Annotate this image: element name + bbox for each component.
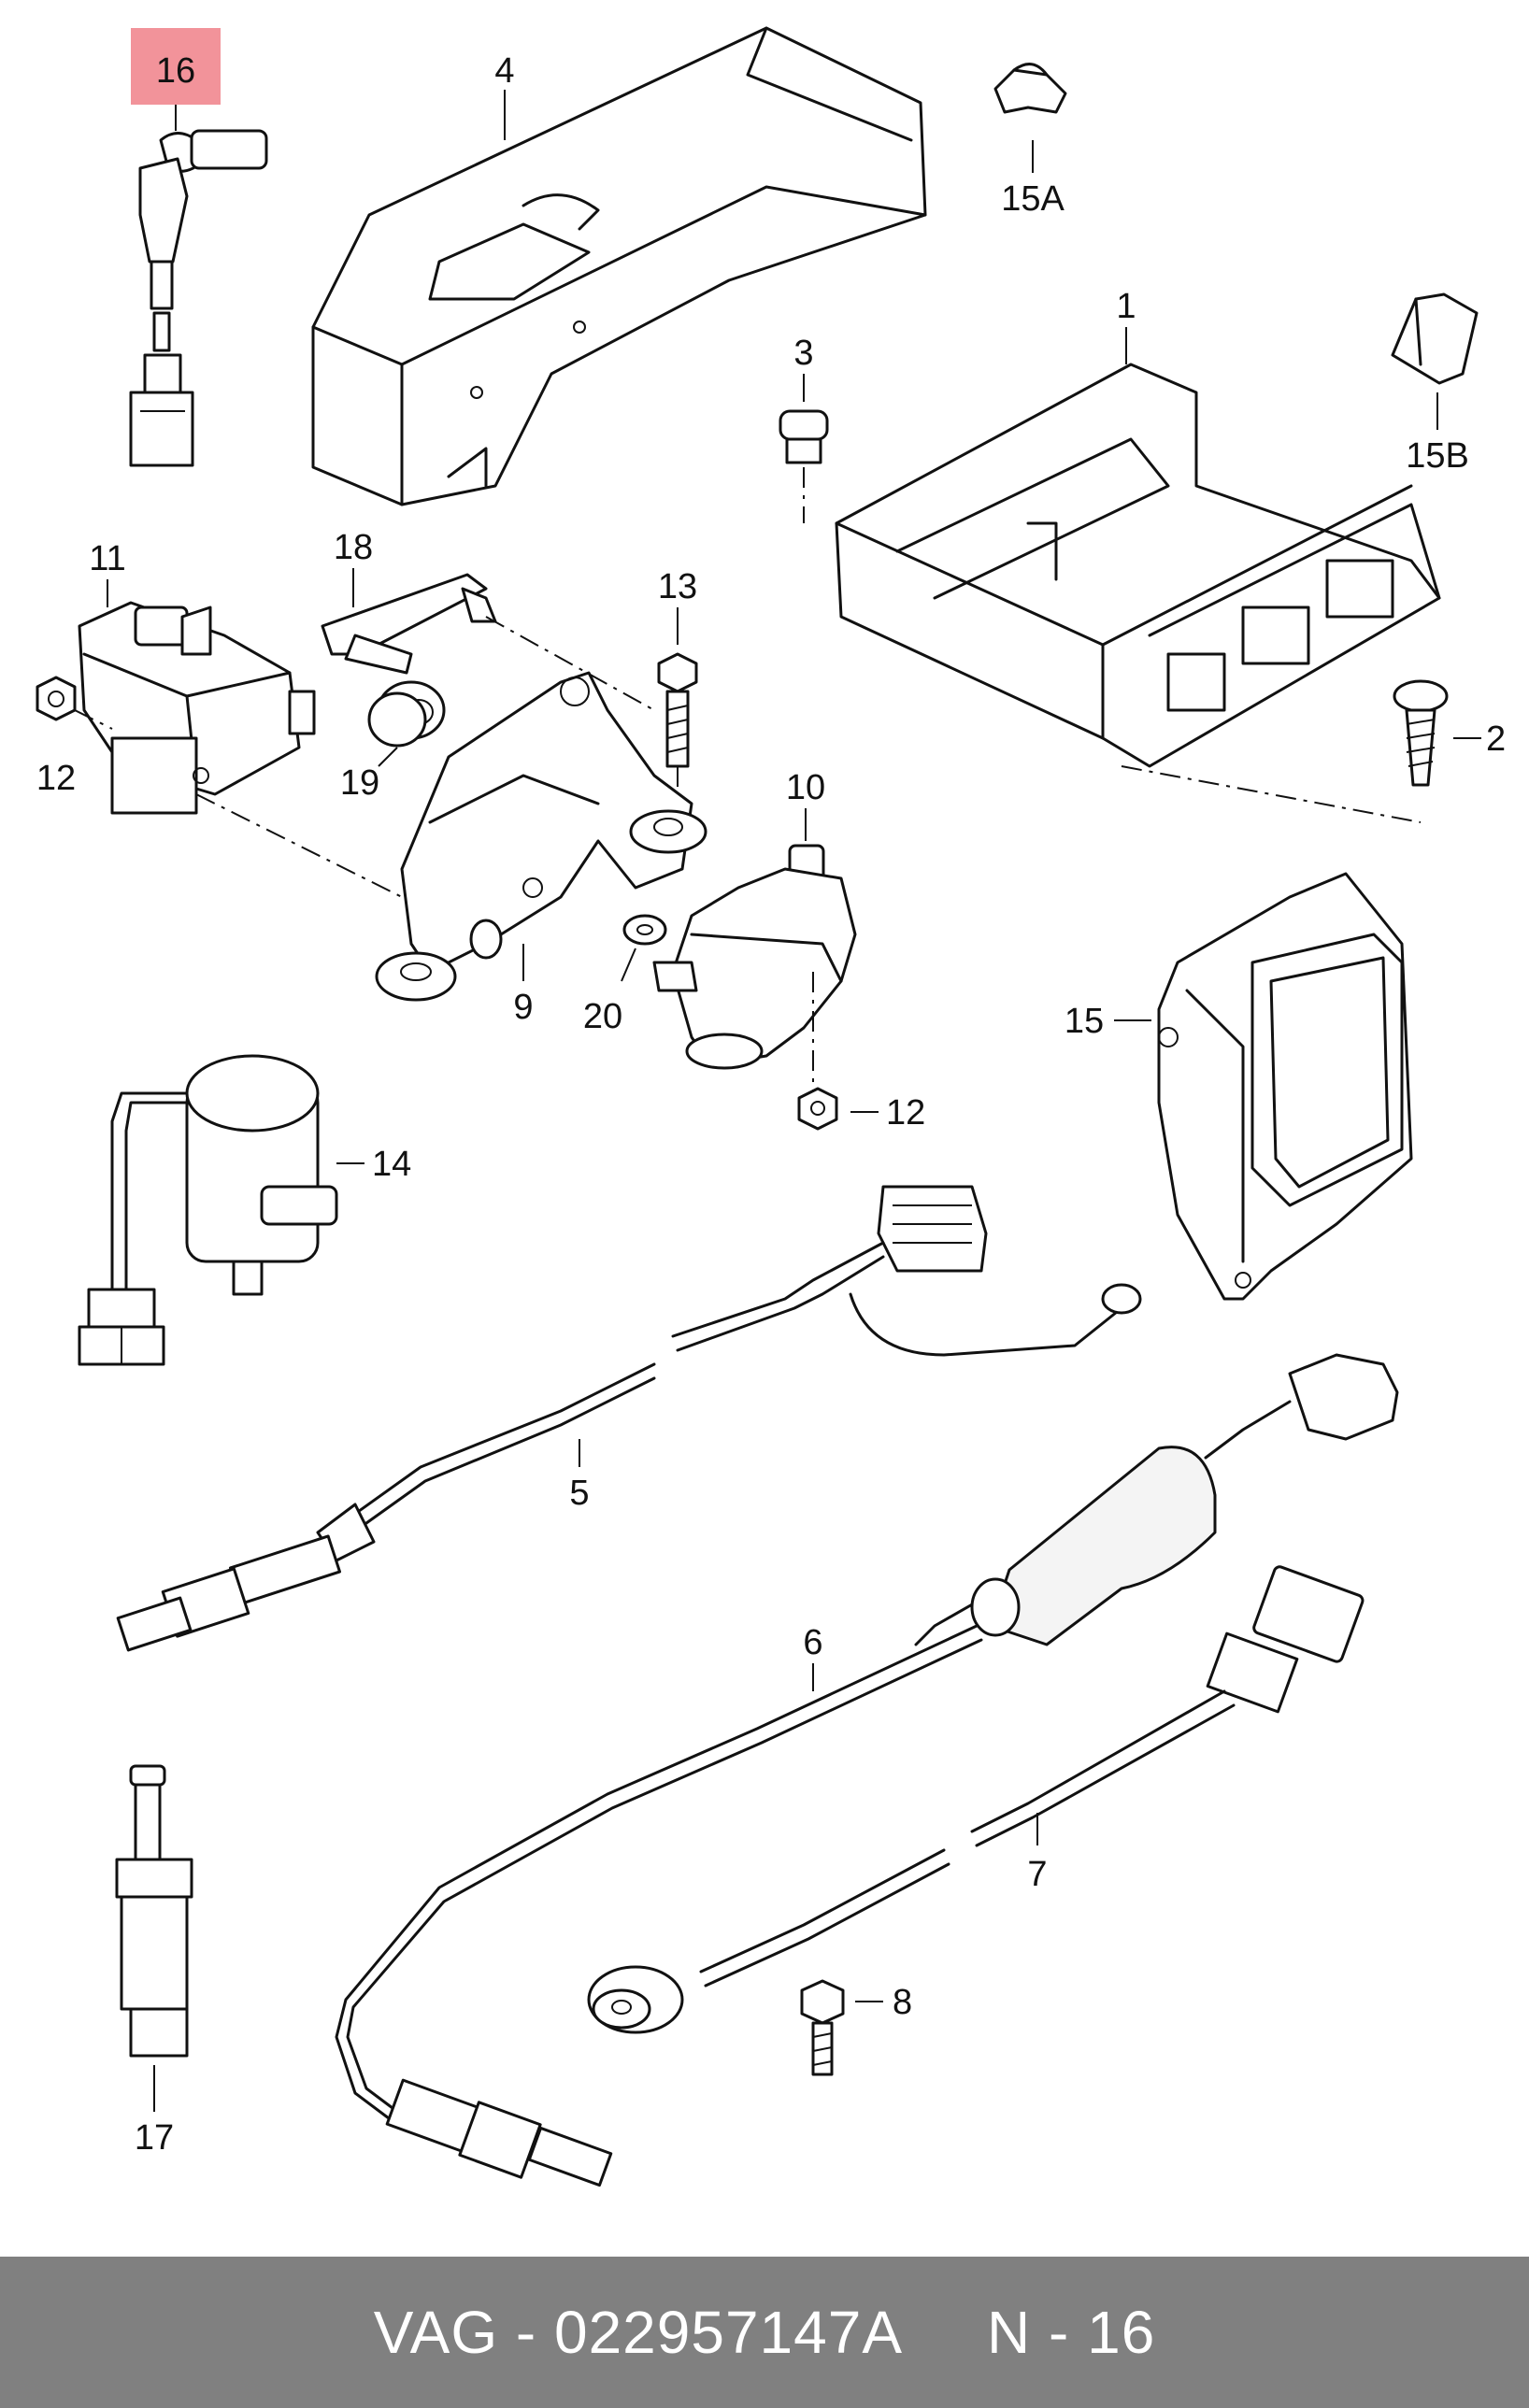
label-19: 19 [340,763,379,803]
part-18-bracket[interactable]: 18 [321,528,655,711]
label-2: 2 [1486,720,1506,759]
highlight-box [131,28,221,105]
label-5: 5 [569,1474,589,1513]
part-10-valve[interactable]: 10 [652,768,857,1103]
part-4-cover[interactable]: 4 [311,26,927,506]
label-4: 4 [494,51,514,91]
part-17-switch[interactable]: 17 [115,1764,193,2158]
part-2-screw[interactable]: 2 [1393,679,1506,787]
part-3-plug[interactable]: 3 [779,334,829,523]
part-7-knock-sensor[interactable]: 7 [587,1565,1365,2034]
footer-bar: VAG - 022957147A N - 16 [0,2257,1529,2408]
footer-position-separator: - [1049,2299,1070,2366]
label-1: 1 [1116,287,1136,326]
part-19-bushing[interactable]: 19 [340,680,446,803]
label-9: 9 [513,988,533,1027]
part-12-nut-left[interactable]: 12 [36,676,113,798]
label-15b: 15B [1406,436,1469,476]
label-3: 3 [793,334,813,373]
part-12-nut-right[interactable]: 12 [797,1087,925,1133]
label-16: 16 [156,51,195,91]
part-5-oxygen-sensor[interactable]: 5 [116,1185,1142,1652]
label-18: 18 [334,528,373,567]
part-9-bracket[interactable]: 9 [195,671,707,1027]
label-14: 14 [372,1145,411,1184]
part-15-mount[interactable]: 15 [1065,872,1413,1301]
label-15: 15 [1065,1002,1104,1041]
label-8: 8 [893,1983,912,2022]
part-11-valve[interactable]: 11 [78,539,316,815]
label-20: 20 [583,997,622,1036]
label-15a: 15A [1001,179,1065,219]
label-13: 13 [658,567,697,606]
label-12-left: 12 [36,759,76,798]
footer-part-number: 022957147A [553,2299,904,2366]
part-20-washer[interactable]: 20 [583,914,667,1036]
label-7: 7 [1027,1855,1047,1894]
part-8-bolt[interactable]: 8 [800,1979,912,2076]
part-15b-clip[interactable]: 15B [1391,292,1479,476]
footer-brand: VAG [373,2299,499,2366]
label-6: 6 [803,1623,822,1662]
footer-position-number: 16 [1087,2299,1156,2366]
label-17: 17 [135,2118,174,2158]
label-10: 10 [786,768,825,807]
label-11: 11 [89,539,125,578]
part-13-bolt[interactable]: 13 [657,567,698,804]
footer-separator: - [515,2299,537,2366]
label-12-right: 12 [886,1093,925,1133]
part-14-vacuum-unit[interactable]: 14 [78,1054,411,1366]
footer-position-prefix: N [987,2299,1032,2366]
part-6-exhaust-sensor[interactable]: 6 [335,1353,1399,2187]
part-15a-clip[interactable]: 15A [993,63,1067,219]
parts-diagram: 16 4 15A 15B 3 [36,26,1506,2187]
part-1-control-unit[interactable]: 1 [835,287,1441,823]
part-16-speed-sensor[interactable]: 16 [129,28,268,467]
